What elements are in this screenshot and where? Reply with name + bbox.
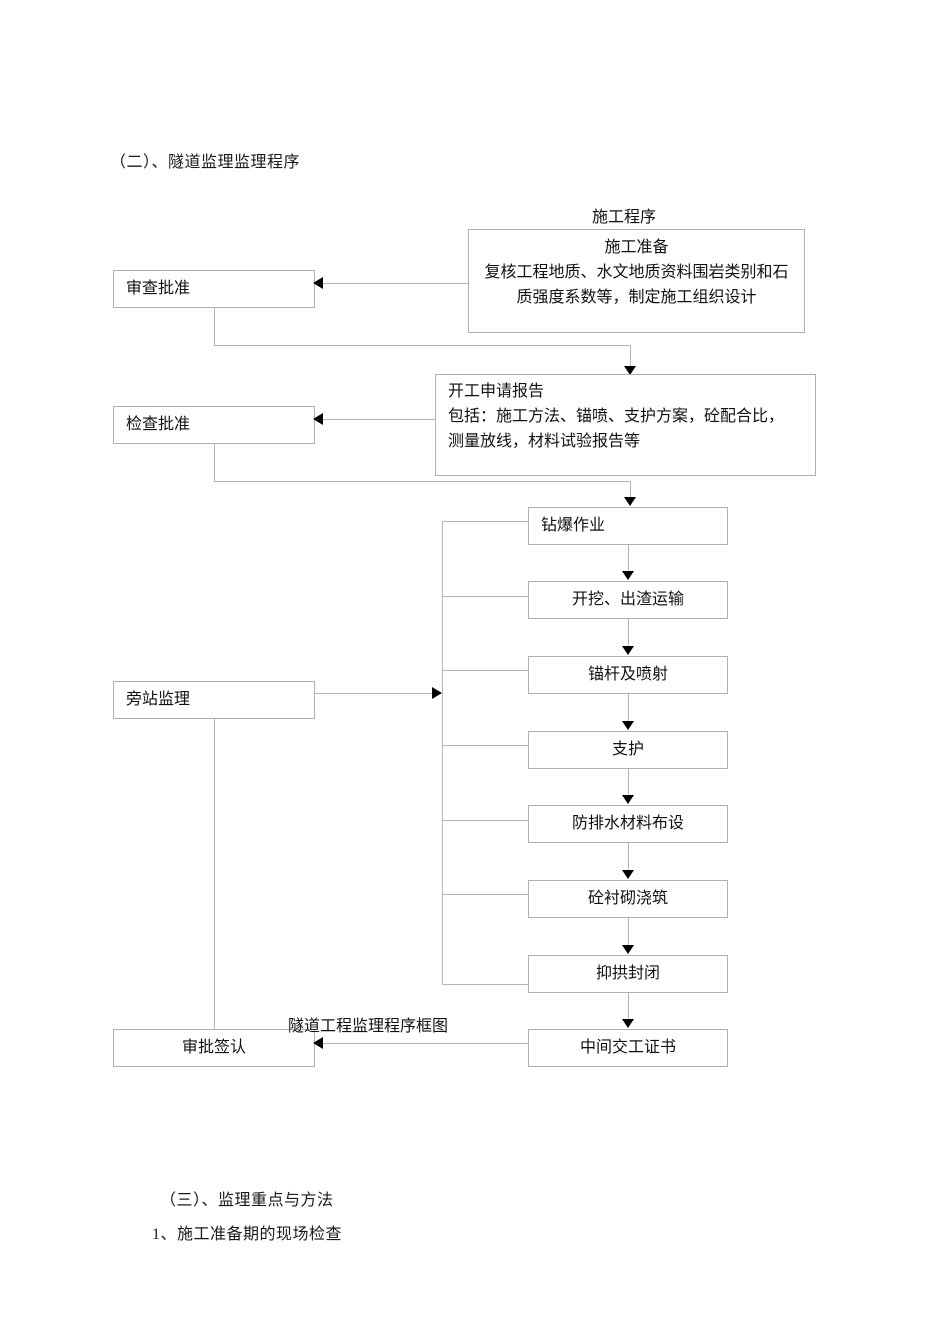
node-invert-closure[interactable]: 抑拱封闭	[528, 955, 728, 993]
node-review-approve[interactable]: 审查批准	[113, 270, 315, 308]
connector-bolt-to-support	[628, 694, 629, 722]
connector-lining-to-invert	[628, 918, 629, 946]
node-label: 审批签认	[181, 1038, 246, 1056]
arrowhead-down	[622, 945, 634, 954]
node-label: 砼衬砌浇筑	[587, 889, 668, 907]
arrowhead-left	[313, 413, 323, 425]
connector-onsite-down-to-signoff	[214, 719, 215, 1030]
connector-spine-stub-bolt	[442, 670, 529, 671]
node-drill-blast[interactable]: 钻爆作业	[528, 507, 728, 545]
footer-line-section: （三）、监理重点与方法	[160, 1192, 334, 1209]
arrowhead-down	[622, 721, 634, 730]
connector-excavate-to-bolt	[628, 619, 629, 647]
diagram-column-header: 施工程序	[592, 209, 657, 226]
node-line: 测量放线，材料试验报告等	[448, 432, 641, 450]
node-support[interactable]: 支护	[528, 731, 728, 769]
connector-cert-to-signoff	[323, 1043, 529, 1044]
node-concrete-lining[interactable]: 砼衬砌浇筑	[528, 880, 728, 918]
arrowhead-down	[624, 366, 636, 375]
node-label: 检查批准	[126, 415, 191, 433]
node-label: 支护	[611, 740, 644, 758]
connector-spine-stub-invert	[442, 984, 529, 985]
connector-inspect-to-drill	[630, 481, 631, 501]
node-construction-prep[interactable]: 施工准备 复核工程地质、水文地质资料围岩类别和石 质强度系数等，制定施工组织设计	[468, 229, 805, 333]
node-label: 钻爆作业	[541, 516, 606, 534]
node-label: 中间交工证书	[579, 1038, 676, 1056]
connector-spine-vertical	[442, 521, 443, 984]
node-bolt-shotcrete[interactable]: 锚杆及喷射	[528, 656, 728, 694]
node-inspect-approve[interactable]: 检查批准	[113, 406, 315, 444]
node-label: 审查批准	[126, 279, 191, 297]
connector-inspect-down	[214, 444, 215, 481]
node-start-application[interactable]: 开工申请报告 包括：施工方法、锚喷、支护方案，砼配合比， 测量放线，材料试验报告…	[435, 374, 816, 476]
node-interim-cert[interactable]: 中间交工证书	[528, 1029, 728, 1067]
arrowhead-down	[622, 1019, 634, 1028]
connector-spine-stub-support	[442, 745, 529, 746]
arrowhead-left	[313, 277, 323, 289]
node-label: 旁站监理	[126, 690, 191, 708]
node-excavate-haul[interactable]: 开挖、出渣运输	[528, 581, 728, 619]
node-line: 施工准备	[604, 239, 669, 256]
node-label: 锚杆及喷射	[587, 665, 668, 683]
arrowhead-down	[622, 646, 634, 655]
connector-inspect-right	[214, 481, 631, 482]
arrowhead-down	[622, 571, 634, 580]
node-line: 复核工程地质、水文地质资料围岩类别和石	[484, 263, 789, 281]
section-heading: （二）、隧道监理监理程序	[110, 154, 301, 171]
connector-support-to-waterproof	[628, 769, 629, 796]
connector-review-to-application	[630, 345, 631, 370]
connector-review-down	[214, 308, 215, 345]
arrowhead-down	[624, 497, 636, 506]
connector-prep-to-review	[323, 283, 469, 284]
connector-spine-stub-drill	[442, 521, 529, 522]
connector-waterproof-to-lining	[628, 843, 629, 871]
connector-application-to-inspect	[323, 419, 436, 420]
node-line: 包括：施工方法、锚喷、支护方案，砼配合比，	[448, 407, 785, 425]
footer-line-item: 1、施工准备期的现场检查	[152, 1226, 343, 1243]
node-line: 开工申请报告	[448, 383, 545, 400]
node-label: 防排水材料布设	[571, 814, 684, 832]
connector-review-right	[214, 345, 631, 346]
connector-onsite-to-spine	[315, 693, 432, 694]
node-onsite-super[interactable]: 旁站监理	[113, 681, 315, 719]
arrowhead-left	[313, 1037, 323, 1049]
arrowhead-down	[622, 870, 634, 879]
connector-spine-stub-waterproof	[442, 820, 529, 821]
arrowhead-down	[622, 795, 634, 804]
connector-spine-stub-lining	[442, 894, 529, 895]
connector-drill-to-excavate	[628, 545, 629, 572]
node-label: 抑拱封闭	[595, 964, 660, 982]
node-line: 质强度系数等，制定施工组织设计	[516, 288, 757, 306]
node-label: 开挖、出渣运输	[571, 590, 684, 608]
connector-spine-stub-excavate	[442, 596, 529, 597]
connector-invert-to-cert	[628, 993, 629, 1020]
node-waterproof-layout[interactable]: 防排水材料布设	[528, 805, 728, 843]
diagram-caption: 隧道工程监理程序框图	[288, 1018, 449, 1035]
arrowhead-right	[432, 687, 442, 699]
node-approve-sign[interactable]: 审批签认	[113, 1029, 315, 1067]
